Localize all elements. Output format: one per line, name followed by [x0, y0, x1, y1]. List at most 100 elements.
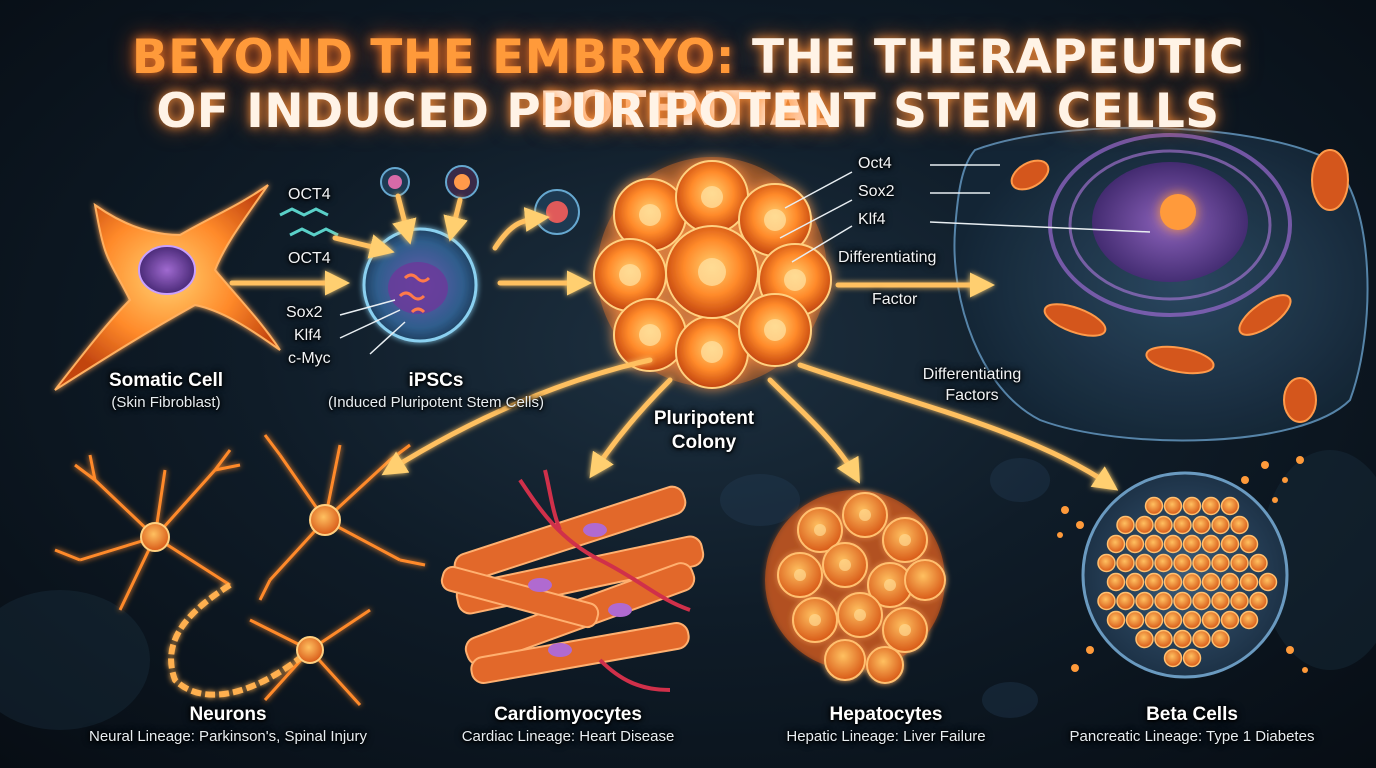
beta-cell [1249, 591, 1268, 611]
beta-cell [1173, 515, 1192, 535]
beta-cell [1182, 610, 1202, 630]
beta-cell [1163, 610, 1183, 630]
hepatocytes-label: Hepatocytes [829, 704, 943, 725]
background-cells [0, 450, 1376, 730]
beta-cell [1154, 553, 1173, 573]
beta-cell [1220, 610, 1240, 630]
neurons-shape [54, 434, 426, 707]
marker-klf4: Klf4 [858, 211, 886, 228]
beta-cell [1125, 572, 1145, 592]
factor-sox2: Sox2 [286, 304, 323, 321]
beta-cell [1182, 496, 1202, 516]
beta-cell [1125, 534, 1145, 554]
neurons-desc: Neural Lineage: Parkinson's, Spinal Inju… [88, 728, 368, 745]
hepatocytes-desc: Hepatic Lineage: Liver Failure [786, 728, 986, 745]
beta-cell [1201, 610, 1221, 630]
beta-cell [1116, 591, 1135, 611]
beta-cell [1182, 534, 1202, 554]
beta-cell [1258, 572, 1278, 592]
beta-cell [1097, 553, 1116, 573]
pluripotent-colony-shape [593, 157, 832, 389]
beta-cell [1144, 610, 1164, 630]
beta-cell [1201, 496, 1221, 516]
beta-cell [1135, 591, 1154, 611]
somatic-cell-desc: (Skin Fibroblast) [111, 394, 221, 411]
leader-lines [339, 164, 1151, 355]
beta-cell [1144, 572, 1164, 592]
beta-cell [1239, 534, 1259, 554]
title-line-1-rest: THE THERAPEUTIC POTENTIAL [538, 30, 1245, 137]
beta-cell [1239, 610, 1259, 630]
factor-oct4-second: OCT4 [288, 250, 331, 267]
beta-cell [1220, 534, 1240, 554]
beta-cell [1249, 553, 1268, 573]
beta-cell [1154, 591, 1173, 611]
beta-cell [1106, 534, 1126, 554]
beta-cell [1106, 572, 1126, 592]
factor-oct4-top: OCT4 [288, 186, 331, 203]
beta-cell [1154, 515, 1173, 535]
flow-arrows [229, 193, 1119, 491]
differentiated-cell [953, 126, 1369, 442]
beta-cell [1182, 648, 1202, 668]
beta-cell [1097, 591, 1116, 611]
factor-cmyc: c-Myc [288, 350, 331, 367]
ipsc-desc: (Induced Pluripotent Stem Cells) [328, 394, 544, 411]
beta-cell [1230, 591, 1249, 611]
arrow-label-factor: Factor [872, 291, 918, 308]
title-highlight: BEYOND THE EMBRYO: [131, 30, 736, 85]
beta-cells-shape [1057, 456, 1308, 679]
factor-klf4: Klf4 [294, 327, 322, 344]
ipsc-shape [362, 227, 478, 343]
beta-cell [1135, 553, 1154, 573]
marker-oct4: Oct4 [858, 155, 892, 172]
beta-cell [1220, 572, 1240, 592]
arrow-label-differentiating-2: Differentiating [922, 366, 1022, 383]
somatic-cell-shape [54, 184, 281, 391]
beta-cell [1239, 572, 1259, 592]
beta-cell [1211, 591, 1230, 611]
beta-cells-label: Beta Cells [1146, 704, 1238, 725]
beta-cell [1163, 534, 1183, 554]
colony-label-2: Colony [671, 432, 737, 453]
cardiomyocytes-desc: Cardiac Lineage: Heart Disease [461, 728, 675, 745]
somatic-cell-label: Somatic Cell [108, 370, 224, 391]
beta-cell [1135, 629, 1154, 649]
beta-cell [1106, 610, 1126, 630]
beta-cell [1211, 629, 1230, 649]
beta-cell [1230, 553, 1249, 573]
beta-cell [1230, 515, 1249, 535]
beta-cell [1192, 629, 1211, 649]
marker-sox2: Sox2 [858, 183, 895, 200]
beta-cell [1201, 572, 1221, 592]
beta-cell [1173, 553, 1192, 573]
hepatocytes-shape [765, 490, 946, 684]
beta-cell [1144, 496, 1164, 516]
beta-cell [1192, 591, 1211, 611]
beta-cell [1211, 515, 1230, 535]
beta-cell [1182, 572, 1202, 592]
title-line-2: OF INDUCED PLURIPOTENT STEM CELLS [156, 84, 1220, 139]
beta-cells-desc: Pancreatic Lineage: Type 1 Diabetes [1069, 728, 1315, 745]
beta-cell [1173, 591, 1192, 611]
beta-cell [1220, 496, 1240, 516]
beta-cell [1144, 534, 1164, 554]
cardiomyocytes-shape [440, 469, 705, 692]
beta-cell [1173, 629, 1192, 649]
ipsc-label: iPSCs [408, 370, 464, 391]
cardiomyocytes-label: Cardiomyocytes [494, 704, 642, 725]
beta-cell [1116, 553, 1135, 573]
title-line-1: BEYOND THE EMBRYO: THE THERAPEUTIC POTEN… [0, 32, 1376, 136]
beta-cell [1116, 515, 1135, 535]
beta-cell [1154, 629, 1173, 649]
beta-cell [1135, 515, 1154, 535]
beta-cell [1163, 648, 1183, 668]
arrow-label-factors: Factors [945, 387, 999, 404]
beta-cell [1163, 496, 1183, 516]
arrow-label-differentiating: Differentiating [838, 249, 937, 266]
beta-cell [1125, 610, 1145, 630]
beta-cell [1192, 515, 1211, 535]
colony-label-1: Pluripotent [653, 408, 755, 429]
